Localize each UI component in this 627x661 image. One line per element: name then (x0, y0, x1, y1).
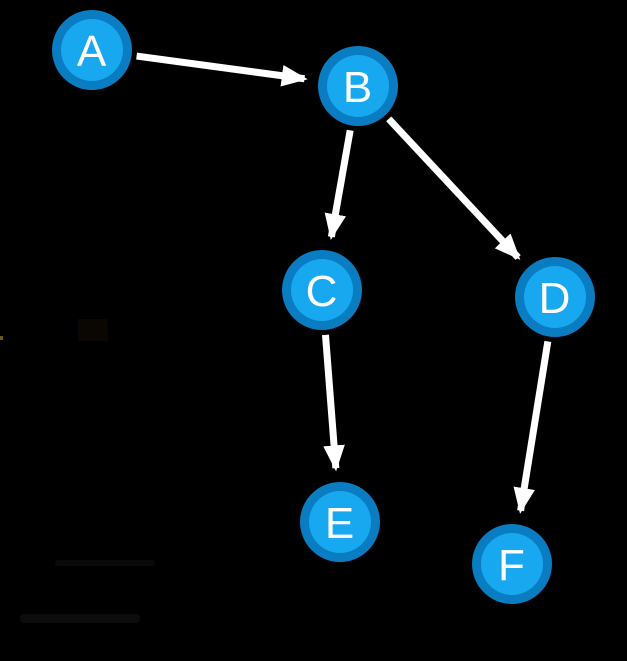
graph-edge-b-d (386, 116, 521, 260)
graph-edge-a-b (136, 52, 308, 87)
node-circle (309, 491, 371, 553)
node-circle (61, 19, 123, 81)
node-label: D (539, 274, 572, 323)
node-label: C (306, 267, 339, 316)
graph-node-f: F (472, 524, 552, 604)
graph-node-a: A (52, 10, 132, 90)
node-label: B (343, 63, 373, 112)
node-label: A (77, 27, 107, 76)
node-label: E (325, 499, 355, 548)
graph-edge-c-e (321, 334, 345, 472)
graph-edge-b-c (324, 129, 354, 241)
node-circle (327, 55, 389, 117)
node-circle (524, 266, 586, 328)
graph-node-e: E (300, 482, 380, 562)
graph-edge-d-f (513, 340, 552, 514)
graph-node-c: C (282, 250, 362, 330)
graph-node-b: B (318, 46, 398, 126)
graph-node-d: D (515, 257, 595, 337)
node-circle (291, 259, 353, 321)
node-circle (481, 533, 543, 595)
node-label: F (498, 541, 526, 590)
